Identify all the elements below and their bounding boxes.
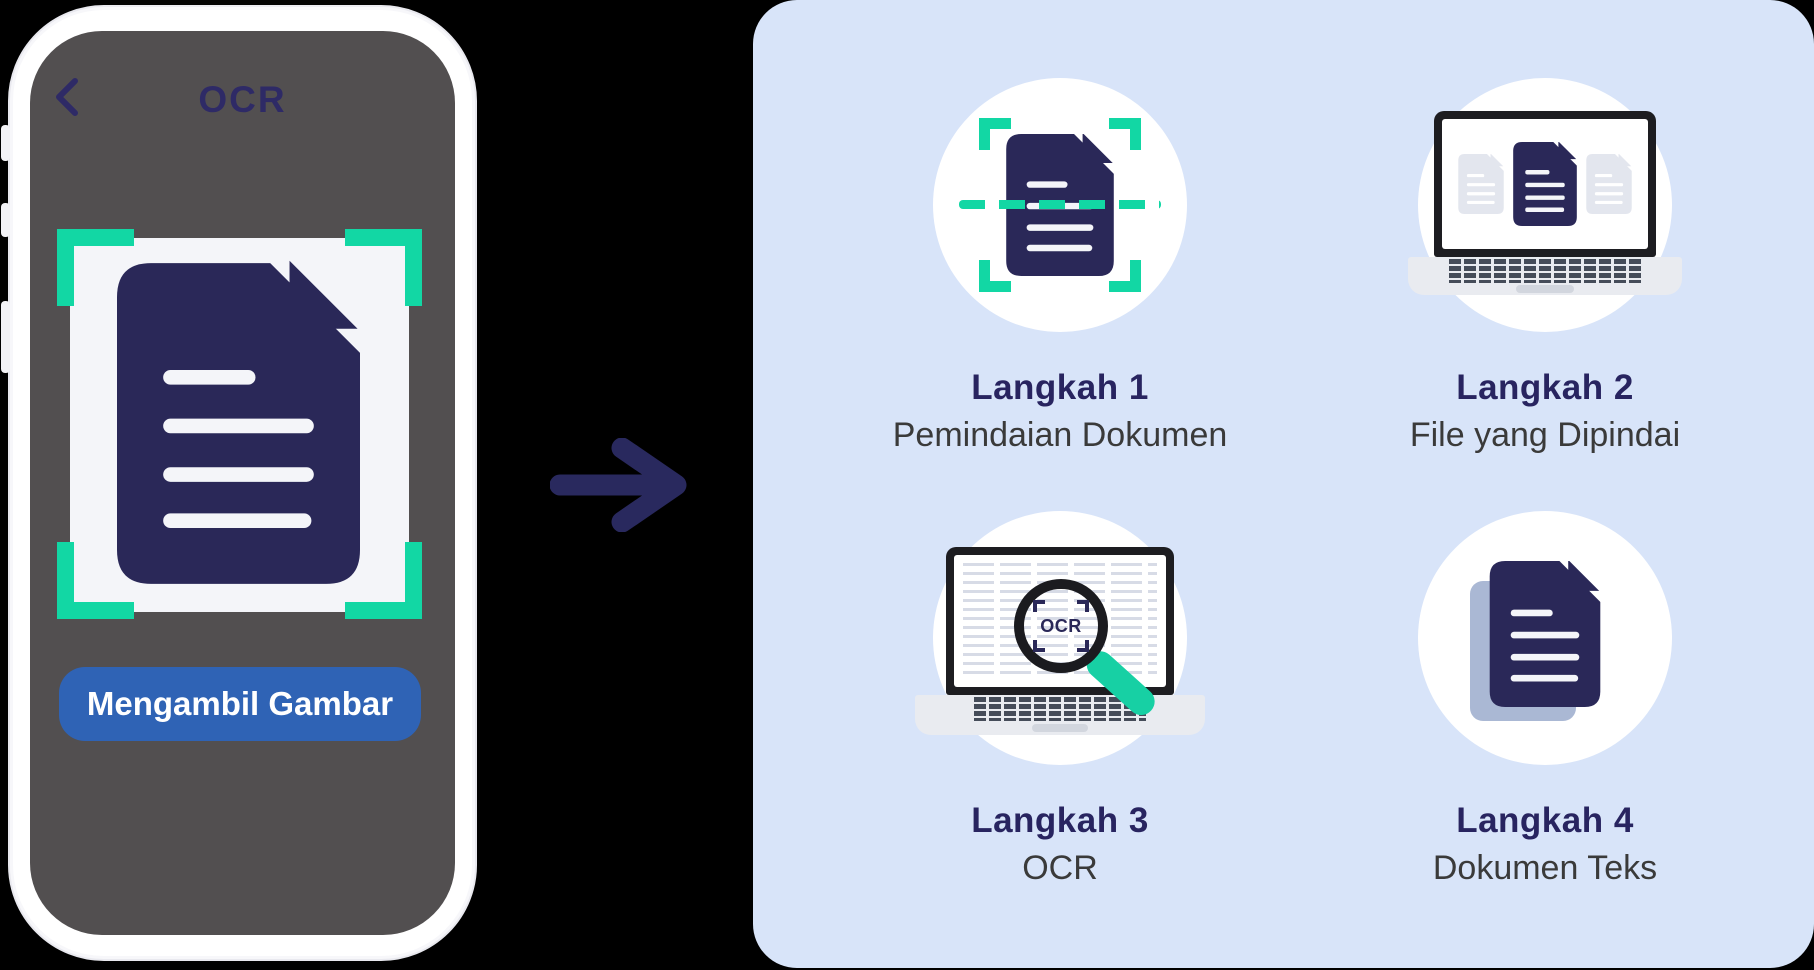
step-caption: Dokumen Teks — [1432, 849, 1658, 887]
arrow-right-icon — [550, 438, 687, 532]
step-3: OCR Langkah 3 OCR — [850, 511, 1270, 891]
step-2: Langkah 2 File yang Dipindai — [1335, 78, 1755, 458]
steps-panel: Langkah 1 Pemindaian Dokumen — [753, 0, 1814, 968]
document-scan-icon — [933, 78, 1187, 332]
scan-frame-icon — [979, 118, 1141, 292]
step-4: Langkah 4 Dokumen Teks — [1335, 511, 1755, 891]
step-label: Langkah 2 — [1456, 368, 1634, 407]
keyboard-icon — [1449, 259, 1641, 283]
document-icon — [117, 260, 360, 584]
magnifier-icon: OCR — [1014, 579, 1108, 673]
step-1: Langkah 1 Pemindaian Dokumen — [850, 78, 1270, 458]
laptop-base — [915, 695, 1205, 735]
laptop-screen — [1434, 111, 1656, 257]
laptop-magnifier-ocr-icon: OCR — [915, 511, 1205, 765]
scan-area — [70, 238, 409, 612]
scan-corner-icon — [57, 542, 134, 619]
scan-corner-icon — [57, 229, 134, 306]
back-button[interactable] — [54, 77, 94, 121]
step-caption: OCR — [1022, 849, 1098, 887]
step-caption: File yang Dipindai — [1409, 416, 1681, 454]
phone-mockup: OCR Mengambil Gambar — [1, 5, 477, 961]
step-label: Langkah 4 — [1456, 801, 1634, 840]
document-icon — [1458, 154, 1504, 214]
text-documents-icon — [1418, 511, 1672, 765]
step-label: Langkah 3 — [971, 801, 1149, 840]
laptop-files-icon — [1408, 78, 1682, 332]
document-icon — [1489, 561, 1601, 707]
document-icon — [1513, 142, 1577, 226]
trackpad-icon — [1032, 724, 1088, 732]
phone-screen: OCR Mengambil Gambar — [30, 31, 455, 935]
step-label: Langkah 1 — [971, 368, 1149, 407]
chevron-left-icon — [56, 78, 78, 116]
keyboard-icon — [974, 697, 1146, 721]
scan-line-icon — [959, 200, 1161, 209]
phone-side-button — [1, 203, 10, 237]
phone-side-button — [1, 301, 10, 373]
trackpad-icon — [1516, 285, 1574, 293]
step-caption: Pemindaian Dokumen — [892, 416, 1228, 454]
phone-side-button — [1, 125, 10, 161]
document-icon — [1586, 154, 1632, 214]
ocr-magnifier-label: OCR — [1040, 615, 1082, 636]
capture-image-button[interactable]: Mengambil Gambar — [59, 667, 421, 741]
scan-corner-icon — [345, 542, 422, 619]
laptop-base — [1408, 257, 1682, 295]
scan-corner-icon — [345, 229, 422, 306]
page-title: OCR — [198, 79, 287, 120]
